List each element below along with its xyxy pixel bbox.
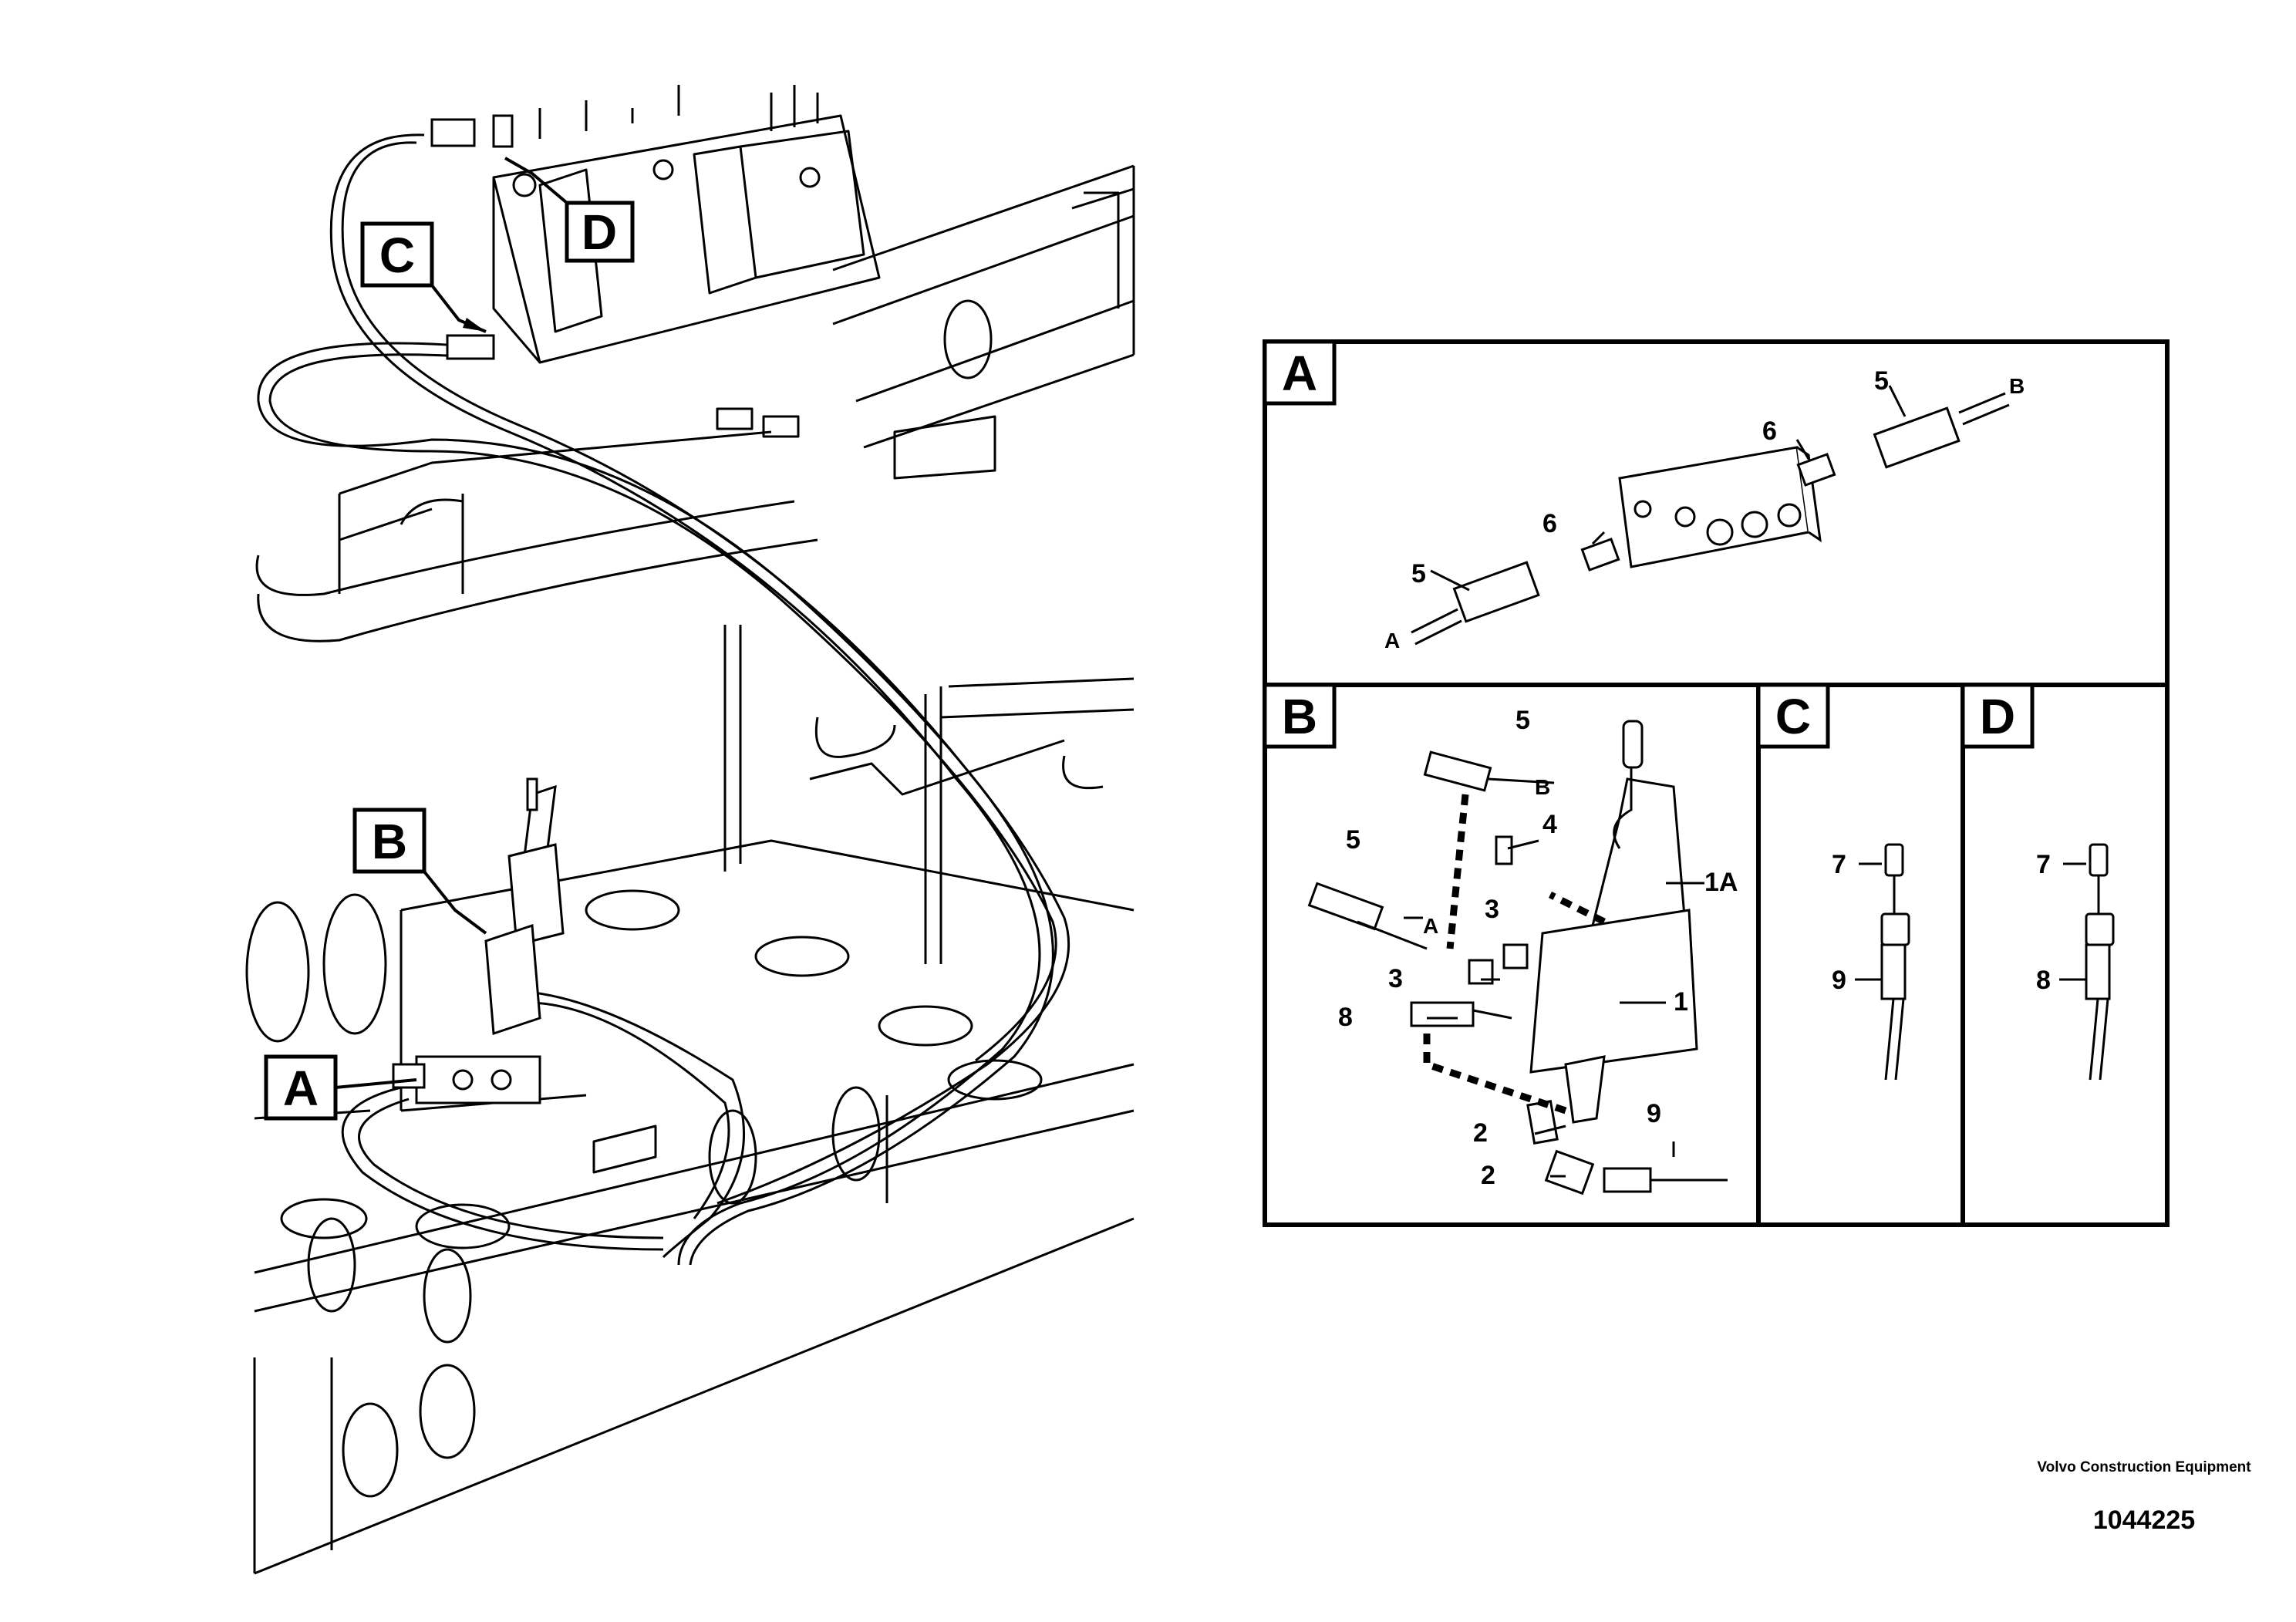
detail-panel-d: D 7 8 (1961, 683, 2115, 1081)
panel-b-label-1a: 1A (1704, 868, 1738, 897)
panel-c-label-7: 7 (1832, 850, 1846, 879)
panel-b-label-2-upper: 2 (1473, 1118, 1488, 1148)
drawing-number: 1044225 (2092, 1506, 2196, 1535)
callout-b: B (352, 808, 487, 935)
panel-b-label-3-upper: 3 (1485, 895, 1499, 924)
panel-b-title: B (1282, 689, 1317, 744)
panel-b-label-4: 4 (1542, 810, 1557, 839)
detail-panel-a: A 5 B 6 6 5 A (1263, 339, 2025, 653)
callout-b-label: B (372, 814, 407, 869)
panel-b-label-3-lower: 3 (1388, 964, 1403, 993)
company-name: Volvo Construction Equipment (2037, 1459, 2251, 1475)
panel-b-label-2-lower: 2 (1481, 1161, 1495, 1190)
panel-a-label-6-lower: 6 (1542, 509, 1557, 538)
panel-d-label-7: 7 (2036, 850, 2051, 879)
panel-d-title: D (1980, 689, 2015, 744)
hose-lines (257, 133, 1070, 1266)
panel-b-label-5-top: 5 (1515, 706, 1530, 735)
panel-a-title: A (1282, 346, 1317, 401)
callout-d: D (504, 157, 635, 263)
panel-a-label-b: B (2009, 374, 2025, 398)
panel-c-title: C (1775, 689, 1811, 744)
panel-c-label-9: 9 (1832, 966, 1846, 995)
panel-b-label-b: B (1535, 775, 1550, 799)
panel-d-label-8: 8 (2036, 966, 2051, 995)
panel-a-label-6-upper: 6 (1762, 416, 1777, 446)
callout-c-label: C (379, 228, 415, 283)
panel-b-label-1: 1 (1674, 987, 1688, 1017)
callout-d-label: D (582, 204, 617, 260)
detail-panel-c: C 7 9 (1756, 683, 1910, 1081)
detail-panel-b: B (1263, 683, 1738, 1195)
panel-a-label-5-upper: 5 (1874, 366, 1889, 396)
panel-a-label-5-lower: 5 (1411, 559, 1426, 588)
panel-b-label-8: 8 (1338, 1003, 1353, 1032)
callout-a-label: A (283, 1061, 319, 1116)
panel-b-label-9: 9 (1647, 1099, 1661, 1128)
panel-a-label-a: A (1384, 629, 1400, 653)
actuator-overview (392, 114, 565, 1104)
panel-b-label-a: A (1423, 914, 1438, 938)
panel-b-label-5-left: 5 (1346, 825, 1360, 855)
callout-a: A (264, 1054, 417, 1121)
callout-c: C (360, 221, 487, 333)
